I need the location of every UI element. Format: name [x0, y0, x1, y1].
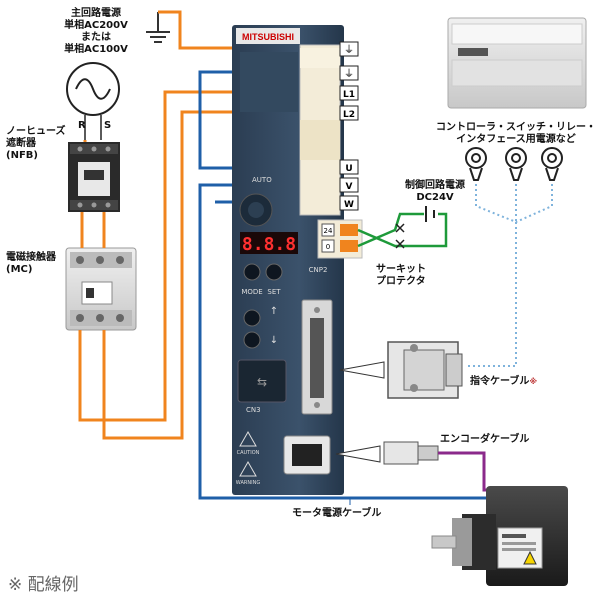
command-cable-note-mark: ※	[529, 377, 538, 386]
command-arrow-icon	[339, 361, 385, 379]
signal-dotted-lines	[466, 184, 553, 367]
nfb-label: ノーヒューズ 遮断器 (NFB)	[6, 126, 66, 161]
terminal-0: 0	[326, 243, 330, 251]
terminal-l1: L1	[343, 90, 355, 100]
cn3-label: CN3	[246, 406, 261, 414]
phase-s-label: S	[104, 120, 112, 131]
cnp2-label: CNP2	[309, 266, 328, 274]
ring-terminal-icon	[505, 147, 527, 169]
plc-controller	[447, 17, 587, 109]
terminal-24: 24	[324, 227, 333, 235]
ground-terminal-icon: ⏚	[344, 44, 354, 56]
control-power-wires	[357, 212, 448, 248]
motor-power-cable-label: モータ電源ケーブル	[292, 508, 382, 519]
servo-motor	[431, 486, 568, 586]
encoder-cable-connector	[383, 441, 439, 465]
nfb-breaker	[68, 142, 120, 212]
mc-contactor	[65, 247, 137, 331]
encoder-arrow-icon	[335, 445, 381, 463]
set-button	[265, 263, 283, 281]
amp-display	[240, 232, 298, 254]
up-button	[243, 331, 261, 349]
ring-terminal-icon	[465, 147, 487, 169]
ctrl-power-label: 制御回路電源 DC24V	[405, 180, 465, 203]
ground-terminal-icon-2: ⏚	[344, 68, 354, 80]
set-label: SET	[267, 288, 281, 296]
down-arrow-icon: ↓	[270, 335, 278, 346]
phase-r-label: R	[78, 120, 86, 131]
ac-source-icon	[66, 62, 120, 140]
mode-button	[243, 263, 261, 281]
usb-icon: ⇆	[257, 375, 267, 389]
terminal-labels: ⏚ ⏚ L1 L2 U V W	[339, 41, 359, 211]
main-power-label: 主回路電源 単相AC200V または 単相AC100V	[64, 8, 128, 55]
terminal-v: V	[346, 182, 353, 192]
amp-brand: MITSUBISHI	[242, 32, 294, 42]
command-cable-connector	[387, 341, 463, 399]
warning-icon	[239, 460, 257, 477]
controller-label: コントローラ・スイッチ・リレー・ インタフェース用電源など	[436, 122, 596, 145]
command-cable-label: 指令ケーブル※	[470, 376, 538, 387]
circuit-protector-symbol	[395, 223, 405, 249]
dc-source-symbol	[425, 206, 435, 222]
terminal-l2: L2	[343, 110, 355, 120]
mc-label: 電磁接触器 (MC)	[6, 252, 56, 275]
caution-label: CAUTION	[237, 450, 260, 456]
down-button	[243, 309, 261, 327]
mode-label: MODE	[241, 288, 262, 296]
encoder-cable-label: エンコーダケーブル	[440, 434, 530, 445]
footnote: ※ 配線例	[8, 575, 79, 595]
amp-auto-label: AUTO	[252, 176, 272, 184]
ring-terminal-icon	[541, 147, 563, 169]
terminal-u: U	[345, 164, 352, 174]
encoder-wire	[438, 451, 522, 492]
ring-terminals	[465, 147, 563, 181]
warning-label: WARNING	[236, 480, 261, 486]
up-arrow-icon: ↑	[270, 306, 278, 317]
motor-warning-icon	[523, 550, 537, 565]
circuit-protector-label: サーキット プロテクタ	[376, 264, 426, 287]
terminal-w: W	[344, 200, 354, 210]
ground-icon	[146, 12, 170, 43]
control-terminal: 24 0	[317, 219, 363, 259]
terminal-block	[299, 44, 341, 216]
caution-icon	[239, 430, 257, 447]
amp-display-digits: 8.8.8	[242, 234, 296, 255]
